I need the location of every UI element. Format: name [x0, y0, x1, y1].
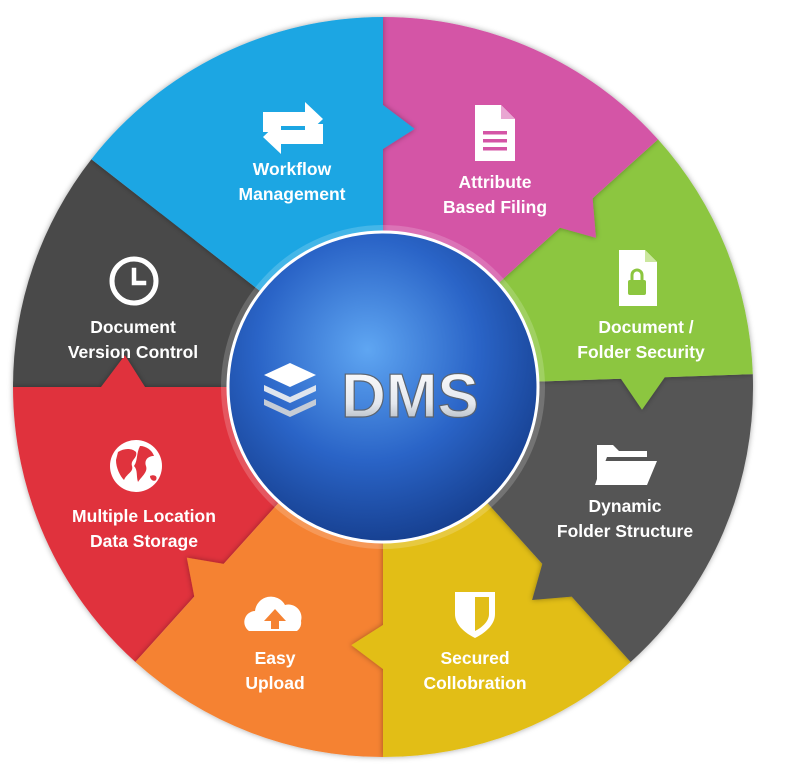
segment-ring — [12, 16, 754, 757]
segment-secured-content: Secured Collobration — [423, 592, 527, 693]
segment-workflow-content: Workflow Management — [239, 102, 346, 204]
secured-label-line1: Secured — [440, 648, 509, 668]
segment-storage-content: Multiple Location Data Storage — [72, 440, 216, 551]
hub-circle — [226, 230, 540, 544]
segment-security-content: Document / Folder Security — [577, 250, 705, 362]
clock-icon — [109, 256, 159, 306]
dynamic-label-line2: Folder Structure — [557, 521, 693, 541]
segment-dynamic-content: Dynamic Folder Structure — [557, 445, 693, 541]
segment-attribute — [383, 16, 658, 287]
dynamic-label-line1: Dynamic — [589, 496, 662, 516]
shield-icon — [455, 592, 495, 638]
segment-version-content: Document Version Control — [68, 256, 198, 362]
secured-label-line2: Collobration — [423, 673, 526, 693]
storage-label-line1: Multiple Location — [72, 506, 216, 526]
segment-secured — [351, 498, 631, 757]
upload-label-line2: Upload — [245, 673, 304, 693]
workflow-label-line1: Workflow — [253, 159, 332, 179]
document-icon — [475, 105, 515, 161]
storage-label-line2: Data Storage — [90, 531, 198, 551]
segment-dynamic — [483, 374, 754, 662]
attribute-label-line1: Attribute — [459, 172, 532, 192]
segment-version — [12, 159, 265, 387]
segment-storage — [13, 355, 283, 662]
segment-upload-content: Easy Upload — [244, 596, 305, 693]
security-label-line2: Folder Security — [577, 342, 705, 362]
security-label-line1: Document / — [598, 317, 693, 337]
cloud-upload-icon — [244, 596, 302, 631]
workflow-label-line2: Management — [239, 184, 346, 204]
segment-attribute-content: Attribute Based Filing — [443, 105, 547, 217]
globe-icon — [110, 440, 162, 492]
lock-file-icon — [619, 250, 657, 306]
center-title: DMS — [341, 362, 479, 431]
version-label-line1: Document — [90, 317, 176, 337]
attribute-label-line2: Based Filing — [443, 197, 547, 217]
folder-open-icon — [595, 445, 657, 485]
version-label-line2: Version Control — [68, 342, 198, 362]
segment-workflow — [91, 16, 415, 295]
center-hub: DMS — [221, 225, 545, 549]
repeat-arrows-icon — [263, 102, 323, 154]
upload-label-line1: Easy — [255, 648, 296, 668]
layers-icon — [264, 363, 316, 417]
